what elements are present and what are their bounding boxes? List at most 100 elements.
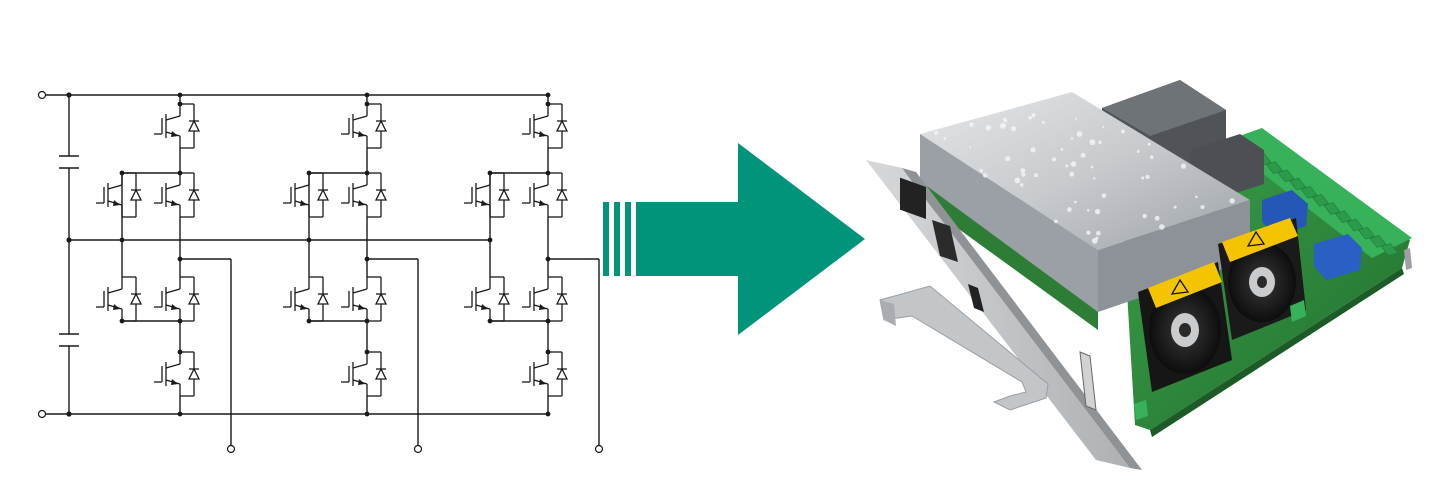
igbt-icon: [283, 172, 330, 218]
usb-port-icon: [968, 284, 984, 312]
texture-spot: [1070, 137, 1074, 140]
warning-label-icon: [1148, 262, 1222, 308]
texture-spot: [1010, 126, 1017, 132]
texture-spot: [1065, 164, 1069, 168]
terminal-dc-plus: [37, 90, 47, 100]
junction-dot: [487, 237, 493, 243]
junction-dot: [364, 256, 370, 262]
junction-dot: [177, 349, 183, 355]
texture-spot: [1142, 213, 1147, 219]
terminal-ac-phase-3: [594, 444, 604, 454]
terminal-fin: [1289, 177, 1306, 191]
ethernet-port-icon: [932, 220, 958, 262]
heatsink-front: [1098, 200, 1250, 312]
igbt-icon: [522, 351, 569, 397]
junction-dot: [177, 411, 183, 417]
texture-spot: [1102, 126, 1105, 129]
texture-spot: [1005, 156, 1011, 162]
relay-block-top: [1102, 80, 1226, 136]
terminal-fin: [1312, 194, 1329, 207]
heatsink-top: [920, 92, 1250, 250]
texture-spot: [1180, 163, 1187, 169]
igbt-icon: [522, 103, 569, 149]
blue-connector: [1314, 234, 1362, 280]
texture-spot: [1086, 208, 1090, 212]
warning-label-icon: [1222, 218, 1298, 262]
arrow-icon: [636, 143, 865, 335]
terminal-fin: [1358, 226, 1375, 240]
front-panel-edge: [902, 168, 1142, 470]
igbt-icon: [341, 276, 388, 322]
texture-spot: [1121, 129, 1125, 134]
igbt-icon: [154, 103, 201, 149]
igbt-icon: [341, 172, 388, 218]
junction-dot: [487, 170, 493, 176]
igbt-icon: [522, 276, 569, 322]
junction-dot: [545, 318, 551, 324]
terminal-fin: [1277, 169, 1295, 183]
texture-spot: [1075, 117, 1078, 120]
texture-spot: [982, 173, 988, 178]
texture-spot: [1095, 236, 1099, 240]
junction-dot: [487, 318, 493, 324]
junction-dot: [306, 318, 312, 324]
heatsink-texture: [934, 113, 1235, 244]
igbt-icon: [154, 172, 201, 218]
junction-dot: [177, 318, 183, 324]
terminal-ac-phase-2: [413, 444, 423, 454]
texture-spot: [979, 168, 983, 173]
terminal-fin: [1266, 161, 1283, 174]
texture-spot: [1042, 120, 1045, 124]
texture-spot: [985, 125, 992, 131]
texture-spot: [1060, 148, 1064, 151]
texture-spot: [969, 122, 974, 127]
junction-dot: [364, 318, 370, 324]
igbt-icon: [464, 172, 511, 218]
texture-spot: [1076, 131, 1083, 137]
texture-spot: [1090, 165, 1094, 169]
junction-dot: [177, 256, 183, 262]
texture-spot: [1070, 161, 1077, 167]
inverter-leg-2: [283, 92, 419, 445]
inverter-leg-1: [96, 92, 232, 445]
schematic-wiring: [42, 92, 548, 417]
terminal-fin: [1300, 185, 1318, 199]
junction-dot: [545, 92, 551, 98]
panel-connectors: [900, 177, 1097, 411]
three-level-inverter-schematic: [37, 90, 604, 454]
terminal-dc-minus: [37, 409, 47, 419]
front-panel: [866, 160, 1130, 468]
inverter-leg-3: [464, 92, 600, 445]
terminal-fin: [1369, 235, 1387, 248]
texture-spot: [1069, 171, 1075, 177]
texture-spot: [1033, 173, 1038, 178]
inverter-legs: [96, 92, 600, 445]
texture-spot: [1200, 204, 1205, 210]
junction-dot: [364, 349, 370, 355]
junction-dot: [545, 349, 551, 355]
texture-spot: [943, 137, 947, 140]
schematic-terminals: [37, 90, 604, 454]
texture-spot: [1159, 224, 1165, 230]
texture-spot: [1028, 116, 1033, 120]
junction-dot: [119, 318, 125, 324]
igbt-icon: [96, 172, 143, 218]
texture-spot: [1086, 230, 1091, 235]
texture-spot: [1020, 168, 1026, 174]
texture-spot: [1195, 195, 1198, 199]
texture-spot: [1019, 183, 1024, 187]
terminal-fin: [1346, 218, 1364, 232]
texture-spot: [1096, 230, 1101, 236]
texture-spot: [1098, 140, 1102, 145]
texture-spot: [1021, 172, 1026, 177]
texture-spot: [1014, 177, 1021, 184]
junction-dot: [306, 237, 312, 243]
texture-spot: [1093, 177, 1096, 180]
junction-dot: [119, 237, 125, 243]
junction-dot: [545, 170, 551, 176]
texture-spot: [1147, 142, 1151, 146]
igbt-icon: [522, 172, 569, 218]
texture-spot: [934, 130, 939, 136]
capacitor-icon: [59, 333, 79, 347]
